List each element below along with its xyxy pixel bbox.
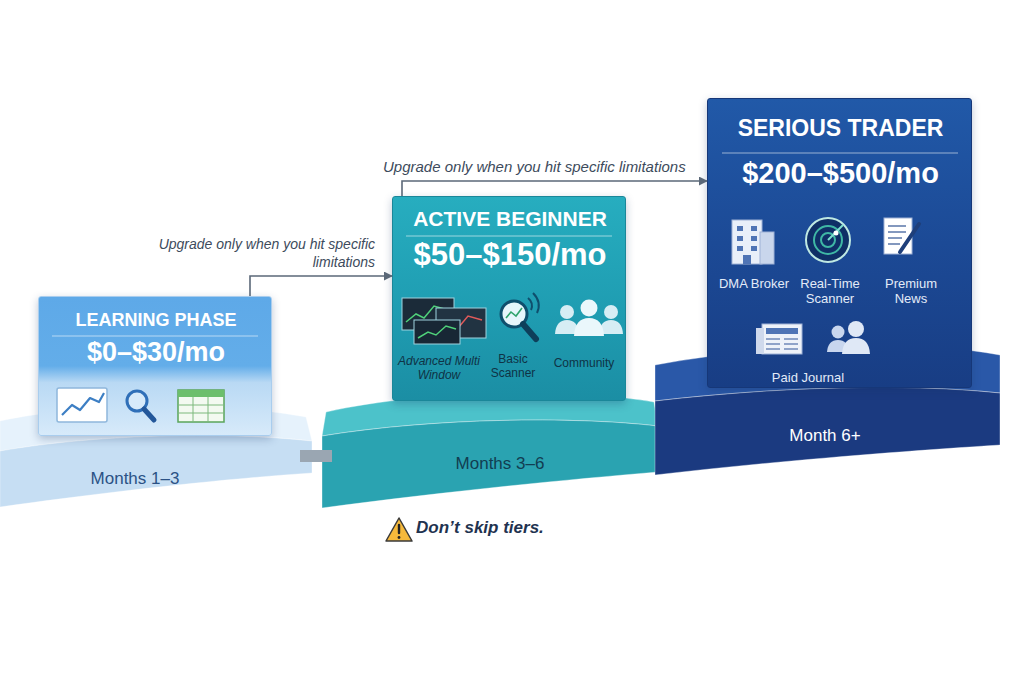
tier-title: LEARNING PHASE bbox=[39, 310, 273, 331]
item-label: Paid Journal bbox=[753, 371, 863, 386]
tier-price: $0–$30/mo bbox=[39, 337, 273, 368]
item-label: Community bbox=[543, 357, 625, 371]
period-label: Months 1–3 bbox=[60, 469, 210, 489]
period-label: Month 6+ bbox=[765, 426, 885, 446]
item-label: Premium News bbox=[870, 277, 952, 307]
edge-label: Upgrade only when you hit specific limit… bbox=[383, 158, 713, 177]
warning-icon bbox=[386, 518, 412, 541]
tier-card: SERIOUS TRADER $200–$500/moDMA BrokerReal… bbox=[707, 98, 972, 388]
item-label: Basic Scanner bbox=[481, 353, 545, 381]
upgrade-arrow bbox=[250, 276, 392, 296]
platform-face bbox=[322, 420, 658, 508]
tier-card: LEARNING PHASE $0–$30/mo bbox=[38, 296, 272, 436]
tier-price: $200–$500/mo bbox=[708, 157, 973, 190]
tier-card: ACTIVE BEGINNER $50–$150/moAdvanced Multi… bbox=[392, 196, 626, 401]
edge-label: Upgrade only when you hit specific limit… bbox=[135, 236, 375, 271]
tier-title: SERIOUS TRADER bbox=[708, 115, 973, 141]
tier-title: ACTIVE BEGINNER bbox=[393, 207, 627, 231]
note-label: Don’t skip tiers. bbox=[416, 517, 616, 538]
upgrade-arrow bbox=[402, 181, 707, 196]
platform-face bbox=[655, 387, 1000, 475]
tier-price: $50–$150/mo bbox=[393, 237, 627, 273]
period-label: Months 3–6 bbox=[440, 454, 560, 474]
item-label: Real-Time Scanner bbox=[790, 277, 870, 307]
platform-face bbox=[0, 436, 312, 507]
item-label: DMA Broker bbox=[718, 277, 790, 292]
item-label: Advanced Multi Window bbox=[397, 355, 481, 383]
